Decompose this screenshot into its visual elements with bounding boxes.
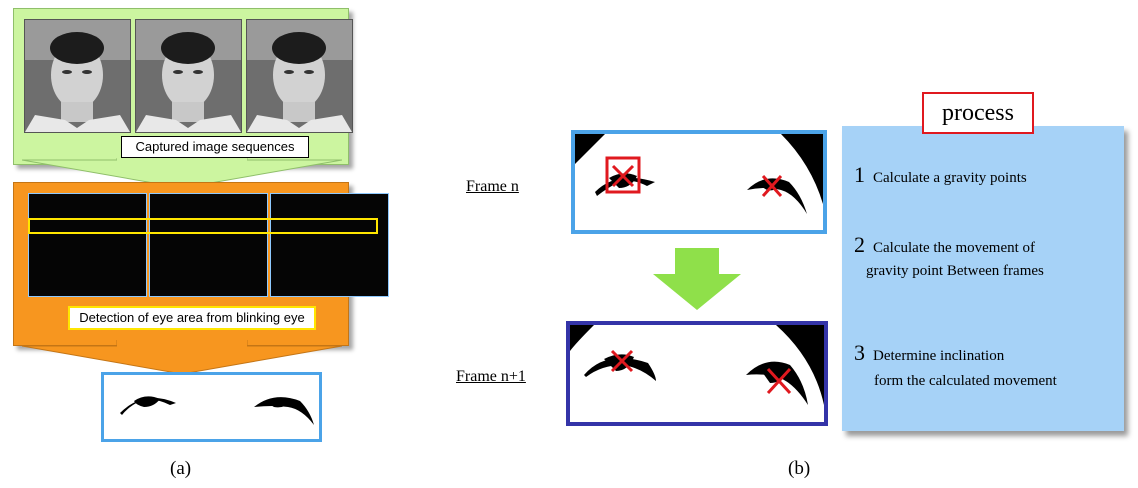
step-number: 1 [854, 162, 865, 187]
step-text: Determine inclination [873, 348, 1005, 364]
eye-region-highlight [28, 218, 378, 234]
down-arrow-icon [22, 340, 342, 375]
eye-shape-result [101, 372, 322, 442]
down-arrow-icon [653, 248, 741, 310]
face-image [25, 20, 130, 132]
eye-detection-panel: Detection of eye area from blinking eye [13, 182, 389, 346]
step-text: Calculate the movement of [873, 240, 1036, 256]
frame-n-image [571, 130, 827, 234]
dark-frame-1 [28, 193, 147, 297]
dark-frame-2 [149, 193, 268, 297]
process-step-2: 2 Calculate the movement of [854, 234, 1035, 259]
step-number: 3 [854, 340, 865, 365]
step-number: 2 [854, 232, 865, 257]
process-title: process [922, 92, 1034, 134]
dark-frame-3 [270, 193, 389, 297]
process-step-3: 3 Determine inclination [854, 342, 1004, 367]
captured-caption: Captured image sequences [121, 136, 309, 158]
eye-shapes-image [120, 396, 314, 425]
face-photo-1 [24, 19, 131, 133]
panel-b-label: (b) [788, 458, 811, 479]
frame-n1-image [566, 321, 828, 426]
process-step-1: 1 Calculate a gravity points [854, 164, 1027, 189]
face-photo-3 [246, 19, 353, 133]
frame-n-label: Frame n [466, 178, 519, 195]
face-photo-2 [135, 19, 242, 133]
detection-caption: Detection of eye area from blinking eye [68, 306, 316, 330]
frame-n1-label: Frame n+1 [456, 368, 526, 385]
process-panel: process 1 Calculate a gravity points 2 Cal… [842, 92, 1124, 431]
face-image [247, 20, 352, 132]
frame-n-eyes [575, 134, 823, 214]
face-image [136, 20, 241, 132]
frame-n1-eyes [570, 325, 824, 405]
panel-a-label: (a) [170, 458, 192, 479]
step-text: Calculate a gravity points [873, 170, 1027, 186]
process-step-3-line2: form the calculated movement [874, 373, 1057, 389]
captured-sequence-panel: Captured image sequences [13, 8, 353, 165]
process-step-2-line2: gravity point Between frames [866, 263, 1044, 279]
